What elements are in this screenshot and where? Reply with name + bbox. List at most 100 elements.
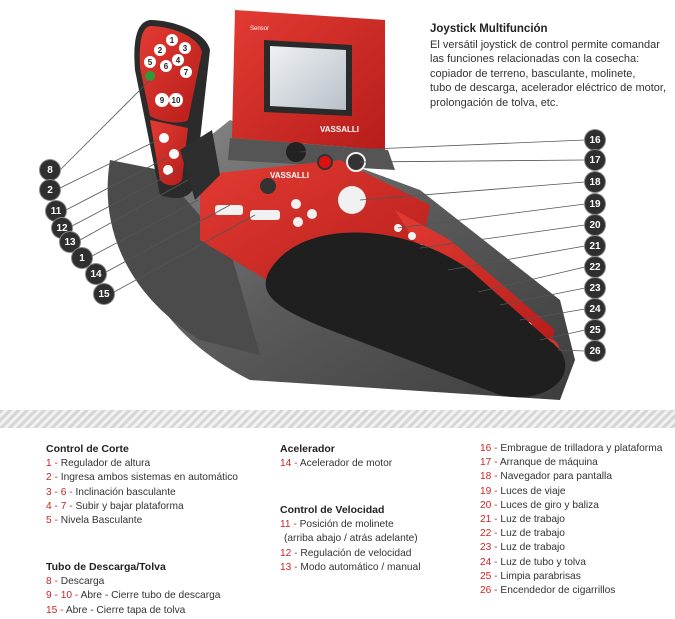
throttle-lever — [260, 178, 276, 194]
console-side — [107, 160, 260, 355]
console-drawing: Sensor VASSALLI VASSALLI — [59, 10, 586, 400]
key-12 — [169, 149, 179, 159]
legend-item: 23 - Luz de trabajo — [480, 542, 565, 554]
legend-num: 20 — [480, 499, 492, 511]
legend-item: 24 - Luz de tubo y tolva — [480, 556, 586, 568]
callout-1: 1 — [72, 248, 92, 268]
section-divider — [0, 410, 675, 428]
legend-num: 23 — [480, 542, 492, 554]
legend-item: 26 - Encendedor de cigarrillos — [480, 585, 616, 597]
legend-item: 5 - Nivela Basculante — [46, 515, 143, 527]
legend-text: Luz de trabajo — [500, 528, 565, 540]
key-13 — [163, 165, 173, 175]
legend-text: Abre - Cierre tubo de descarga — [80, 590, 221, 602]
key-2: 2 — [158, 46, 163, 55]
legend-text: Posición de molinete — [299, 519, 394, 531]
legend-num: 1 — [46, 458, 52, 470]
panel-dot-c — [293, 217, 303, 227]
console-illustration: Sensor VASSALLI VASSALLI — [40, 10, 667, 400]
intro-line: tubo de descarga, acelerador eléctrico d… — [430, 82, 667, 94]
callout-11: 11 — [46, 201, 66, 221]
armrest — [265, 232, 566, 398]
legend-text: Descarga — [60, 576, 105, 588]
legend-text: Luz de trabajo — [500, 542, 565, 554]
monitor-screen — [270, 46, 346, 110]
legend-num: 12 — [280, 547, 292, 559]
callout-14: 14 — [86, 264, 106, 284]
callout-2: 2 — [40, 180, 60, 200]
key-1: 1 — [170, 36, 175, 45]
legend-text: (arriba abajo / atrás adelante) — [284, 533, 418, 545]
key-10: 10 — [172, 96, 181, 105]
leader-lines — [59, 79, 586, 352]
callout-16: 16 — [585, 130, 605, 150]
legend-num: 18 — [480, 471, 492, 483]
callout-20: 20 — [585, 215, 605, 235]
callout-15: 15 — [94, 284, 114, 304]
legend-item: 17 - Arranque de máquina — [480, 457, 598, 469]
legend-item: 16 - Embrague de trilladora y plataforma — [480, 443, 663, 454]
callout-24: 24 — [585, 299, 605, 319]
legend-item: 11 - Posición de molinete — [280, 519, 394, 531]
legend-num: 14 — [280, 458, 292, 470]
legend-item: 25 - Limpia parabrisas — [480, 570, 581, 582]
joystick-grip — [180, 130, 220, 200]
panel-switch-b — [250, 210, 280, 220]
legend-text: Abre - Cierre tapa de tolva — [65, 604, 186, 616]
legend-heading: Control de Corte — [46, 443, 129, 455]
legend-item: 21 - Luz de trabajo — [480, 514, 565, 526]
legend-num: 16 — [480, 443, 492, 454]
legend-text: Limpia parabrisas — [500, 570, 581, 582]
legend-item: 18 - Navegador para pantalla — [480, 471, 612, 483]
callout-26: 26 — [585, 341, 605, 361]
monitor-brand: VASSALLI — [320, 125, 359, 134]
legend-text: Luces de viaje — [500, 485, 566, 497]
start-button — [317, 154, 333, 170]
legend-num: 15 — [46, 604, 58, 616]
key-5: 5 — [148, 58, 153, 67]
legend-funciones: 16 - Embrague de trilladora y plataforma… — [480, 442, 662, 598]
legend-num: 21 — [480, 514, 492, 526]
legend-num: 17 — [480, 457, 492, 469]
legend-item: 13 - Modo automático / manual — [280, 561, 421, 573]
legend-num: 19 — [480, 485, 492, 497]
monitor-sensor-label: Sensor — [250, 26, 269, 32]
joystick-keys: 1 2 3 4 5 6 7 9 10 — [144, 34, 192, 175]
legend-text: Subir y bajar plataforma — [75, 500, 184, 512]
legend-num: 3 - 6 — [46, 486, 67, 498]
panel-dot-a — [291, 199, 301, 209]
callout-18: 18 — [585, 172, 605, 192]
legend-text: Ingresa ambos sistemas en automático — [60, 472, 238, 484]
legend-item: 4 - 7 - Subir y bajar plataforma — [46, 500, 184, 512]
legend-num: 2 — [46, 472, 52, 484]
callout-17: 17 — [585, 150, 605, 170]
callout-8: 8 — [40, 160, 60, 180]
legend-item: 3 - 6 - Inclinación basculante — [46, 486, 176, 498]
legend-num: 5 — [46, 515, 52, 527]
panel-switch-a — [215, 205, 243, 215]
intro-line: prolongación de tolva, etc. — [430, 96, 559, 109]
intro-line: las funciones relacionadas con la cosech… — [430, 53, 640, 65]
panel-dot-b — [307, 209, 317, 219]
callout-21: 21 — [585, 236, 605, 256]
legend-num: 4 - 7 — [46, 500, 67, 512]
legend-item: 22 - Luz de trabajo — [480, 528, 565, 540]
legend-num: 25 — [480, 570, 492, 582]
legend-num: 13 — [280, 561, 292, 573]
legend-num: 22 — [480, 528, 492, 540]
key-8-green — [145, 71, 155, 81]
legend-item: (arriba abajo / atrás adelante) — [280, 532, 420, 546]
key-3: 3 — [183, 44, 188, 53]
legend-item: 1 - Regulador de altura — [46, 458, 151, 470]
legend-text: Regulador de altura — [60, 458, 151, 470]
legend-text: Luces de giro y baliza — [500, 499, 599, 511]
legend-item: 19 - Luces de viaje — [480, 485, 566, 497]
legend-item: 14 - Acelerador de motor — [280, 458, 393, 470]
intro-line: El versátil joystick de control permite … — [430, 38, 660, 51]
key-9: 9 — [160, 96, 165, 105]
key-6: 6 — [164, 62, 169, 71]
legend-text: Inclinación basculante — [75, 486, 176, 498]
callout-13: 13 — [60, 232, 80, 252]
callout-25: 25 — [585, 320, 605, 340]
legend-num: 24 — [480, 556, 492, 568]
